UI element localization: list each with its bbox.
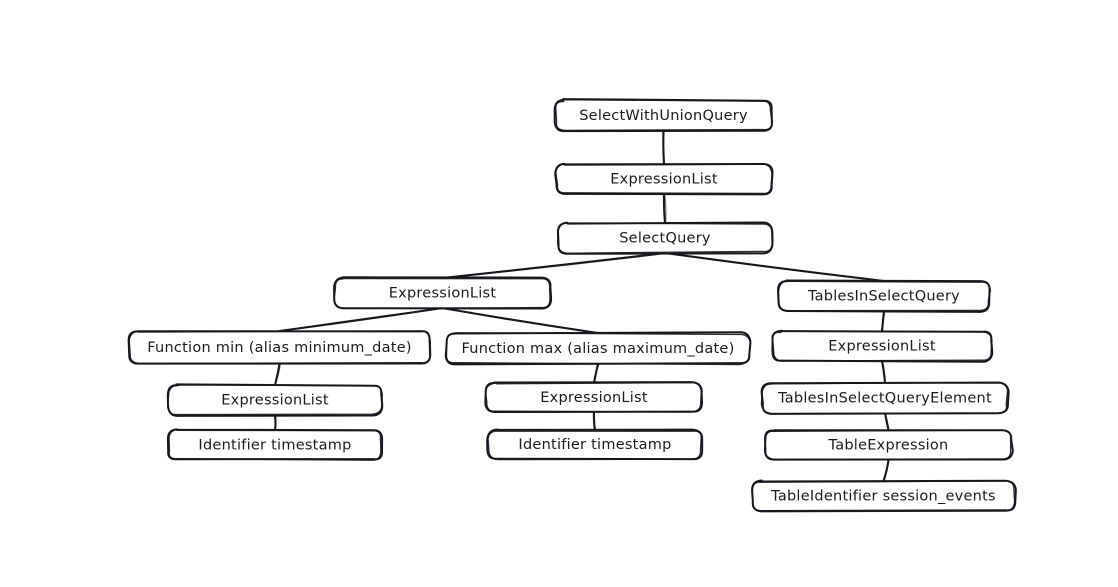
tree-node[interactable]: ExpressionList: [771, 329, 994, 363]
node-box-sketch-pass: [445, 332, 752, 366]
edge-n8-n11: [880, 359, 887, 385]
node-label: Identifier timestamp: [518, 437, 671, 453]
edge-n6-n9: [273, 362, 281, 387]
edge-n1-n2: [662, 129, 666, 166]
tree-node[interactable]: ExpressionList: [484, 381, 703, 413]
node-label: ExpressionList: [828, 339, 936, 355]
nodes-layer: SelectWithUnionQueryExpressionListSelect…: [127, 98, 1017, 513]
tree-node[interactable]: TablesInSelectQueryElement: [760, 381, 1010, 415]
tree-node[interactable]: SelectQuery: [556, 221, 774, 255]
tree-node[interactable]: ExpressionList: [554, 162, 774, 196]
node-box-sketch-pass: [555, 99, 773, 132]
edge-n4-n7: [441, 306, 600, 335]
edge-n14-n15: [882, 458, 890, 483]
node-box-sketch-pass: [751, 480, 1016, 513]
node-box-sketch-pass: [777, 280, 992, 312]
node-box-sketch-pass: [167, 384, 383, 416]
node-label: TablesInSelectQueryElement: [777, 391, 992, 407]
tree-node[interactable]: Function min (alias minimum_date): [127, 330, 432, 365]
node-label: ExpressionList: [610, 172, 718, 188]
node-label: Function max (alias maximum_date): [461, 341, 734, 357]
edge-n7-n10: [592, 362, 600, 385]
tree-node[interactable]: Function max (alias maximum_date): [444, 331, 752, 366]
node-label: SelectQuery: [619, 231, 711, 247]
node-box-sketch-pass: [760, 381, 1009, 415]
node-box: [166, 428, 384, 461]
tree-node[interactable]: ExpressionList: [166, 383, 384, 417]
node-box-sketch-pass: [484, 381, 702, 413]
node-label: TableIdentifier session_events: [770, 489, 996, 505]
tree-node[interactable]: TableIdentifier session_events: [751, 479, 1017, 513]
node-label: ExpressionList: [389, 286, 497, 302]
edge-n2-n3: [662, 192, 667, 225]
edge-n9-n12: [273, 413, 277, 432]
edge-n10-n13: [592, 410, 597, 432]
edge-n5-n8: [880, 309, 886, 333]
tree-node[interactable]: Identifier timestamp: [486, 428, 704, 461]
edge-n11-n14: [883, 411, 890, 432]
node-box-sketch-pass: [557, 221, 773, 254]
node-label: ExpressionList: [221, 393, 329, 409]
tree-node[interactable]: SelectWithUnionQuery: [553, 98, 773, 133]
node-box-sketch-pass: [168, 428, 382, 461]
node-label: ExpressionList: [540, 390, 648, 406]
tree-node[interactable]: TableExpression: [763, 429, 1014, 461]
edge-n3-n4: [441, 251, 667, 280]
node-box-sketch-pass: [763, 429, 1012, 461]
edges-layer: [273, 129, 890, 483]
node-box-sketch-pass: [487, 430, 702, 461]
node-label: SelectWithUnionQuery: [579, 108, 748, 124]
node-box-sketch-pass: [555, 163, 773, 195]
tree-node[interactable]: TablesInSelectQuery: [777, 279, 992, 313]
node-box-sketch-pass: [128, 330, 432, 365]
edge-n4-n6: [278, 306, 444, 333]
node-box-sketch-pass: [333, 277, 551, 310]
tree-node[interactable]: Identifier timestamp: [166, 428, 384, 461]
edge-n3-n5: [663, 251, 886, 283]
node-box-sketch-pass: [772, 330, 993, 362]
node-label: Function min (alias minimum_date): [147, 340, 412, 356]
node-label: TablesInSelectQuery: [807, 289, 960, 305]
node-label: TableExpression: [828, 438, 949, 454]
tree-node[interactable]: ExpressionList: [333, 276, 553, 310]
node-box: [333, 276, 553, 310]
node-label: Identifier timestamp: [198, 438, 351, 454]
